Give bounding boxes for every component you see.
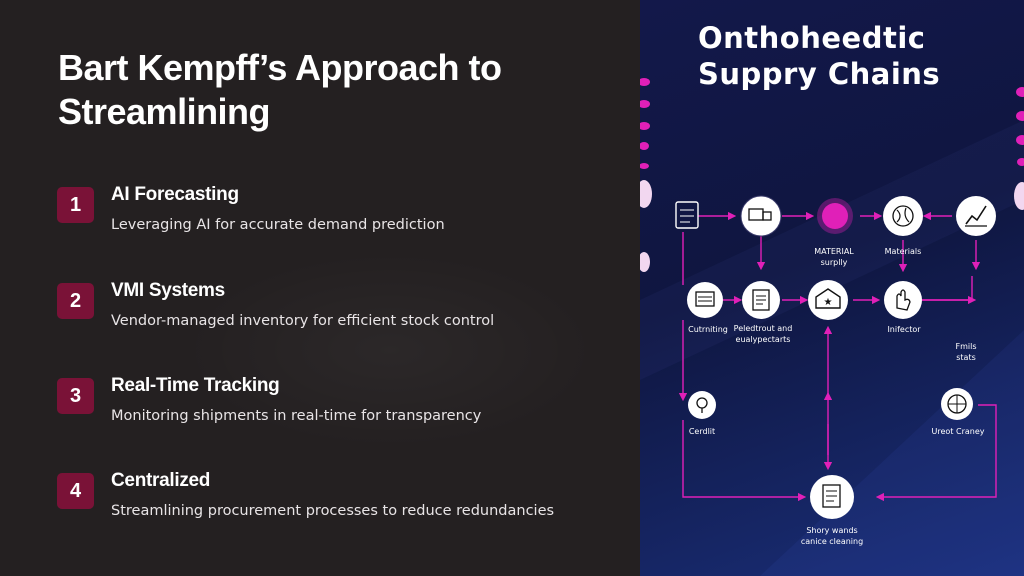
- node-hand: [884, 281, 922, 319]
- trend-chart-icon: [965, 205, 987, 225]
- left-panel: Bart Kempff’s Approach to Streamlining 1…: [57, 47, 627, 530]
- target-icon: [822, 203, 848, 229]
- document-icon: [675, 201, 699, 229]
- node-globe: [883, 196, 923, 236]
- label-material: MATERIAL: [814, 247, 854, 256]
- node-target: [817, 198, 853, 234]
- page-title: Bart Kempff’s Approach to Streamlining: [58, 47, 502, 132]
- diagram-title: Onthoheedtic Suppry Chains: [698, 21, 941, 91]
- node-storage: [941, 388, 973, 420]
- hand-icon: [896, 289, 911, 311]
- step-title: AI Forecasting: [111, 184, 239, 205]
- step-centralized: 4 Centralized Streamlining procurement p…: [57, 470, 627, 530]
- step-number-badge: 3: [57, 378, 94, 414]
- step-number-badge: 1: [57, 187, 94, 223]
- decorative-dots-right: [1014, 87, 1024, 210]
- step-number-badge: 2: [57, 283, 94, 319]
- step-description: Streamlining procurement processes to re…: [111, 503, 555, 519]
- svg-text:★: ★: [824, 297, 833, 308]
- node-terminal: [687, 282, 723, 318]
- clipboard-icon: [752, 289, 770, 311]
- label-supply: surplly: [820, 258, 848, 267]
- node-location: [688, 391, 716, 419]
- globe-icon: [892, 205, 914, 227]
- label-peledtrout: Peledtrout and eualypectarts: [733, 324, 793, 344]
- label-ureot: Ureot Craney: [931, 427, 985, 436]
- label-inifector: Inifector: [887, 325, 921, 334]
- terminal-icon: [695, 291, 715, 307]
- decorative-dots-left: [640, 78, 652, 272]
- label-cutrniting: Cutrniting: [688, 325, 728, 334]
- step-ai-forecasting: 1 AI Forecasting Leveraging AI for accur…: [57, 184, 627, 244]
- report-icon: [822, 484, 841, 508]
- label-cerdlit: Cerdlit: [688, 427, 716, 436]
- diagram-connectors: [678, 211, 997, 502]
- node-report: [810, 475, 854, 519]
- step-title: Centralized: [111, 470, 211, 491]
- supply-chain-diagram: ★: [640, 78, 1024, 576]
- warehouse-icon: [815, 288, 841, 309]
- step-real-time-tracking: 3 Real-Time Tracking Monitoring shipment…: [57, 375, 627, 435]
- label-shory: Shory wands canice cleaning: [800, 526, 864, 546]
- node-clipboard: [742, 281, 780, 319]
- label-fmils: Fmils stats: [955, 342, 977, 362]
- supply-chain-diagram-panel: ★ Onthoheedtic Suppry Chains MATERIAL su…: [640, 0, 1024, 576]
- label-materials: Materials: [884, 247, 922, 256]
- step-number-badge: 4: [57, 473, 94, 509]
- step-title: Real-Time Tracking: [111, 375, 280, 396]
- step-vmi-systems: 2 VMI Systems Vendor-managed inventory f…: [57, 280, 627, 340]
- node-document: [675, 201, 699, 229]
- node-trend: [956, 196, 996, 236]
- step-description: Leveraging AI for accurate demand predic…: [111, 217, 445, 233]
- node-warehouse: ★: [808, 280, 848, 320]
- step-title: VMI Systems: [111, 280, 225, 301]
- step-description: Monitoring shipments in real-time for tr…: [111, 408, 482, 424]
- step-description: Vendor-managed inventory for efficient s…: [111, 313, 495, 329]
- node-truck: [740, 195, 782, 237]
